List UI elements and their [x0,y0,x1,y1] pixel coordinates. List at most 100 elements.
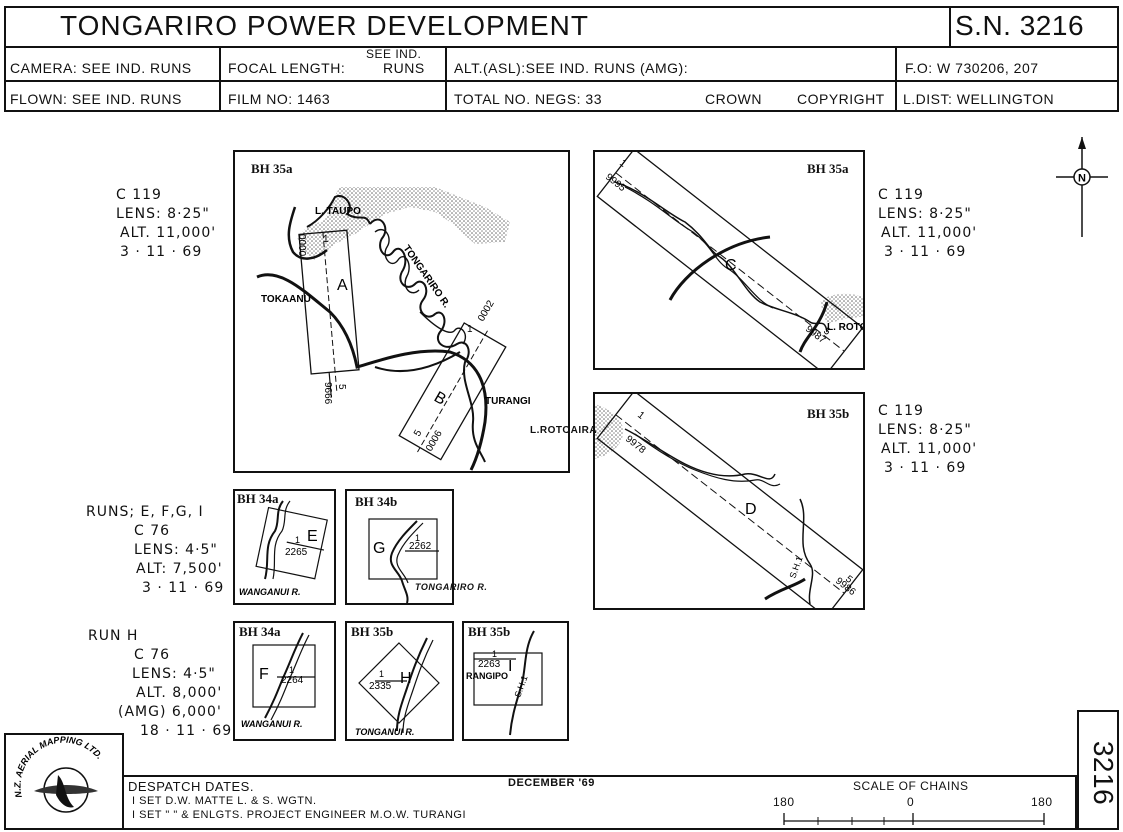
panel-title: BH 34b [355,494,398,509]
focal-length-value: RUNS [383,60,425,76]
map-panel-bh35a-run-c: C 9995 1 9987 5 L. ROTOAIRA BH 35a [593,150,865,370]
side-notes-runs-efgi: RUNS; E, F,G, I C 76 LENS: 4·5" ALT: 7,5… [86,503,226,598]
state-highway-label: S.H.1 [512,674,529,699]
altitude: ALT. 11,000' [120,225,217,241]
header-row-2 [4,80,1119,112]
run-b-strip [398,322,507,461]
run-b-label: B [431,389,449,409]
run-a-end-number: 9666 [322,382,333,405]
tonganui-river-label: TONGANUI R. [355,727,414,737]
despatch-line-1: I SET D.W. MATTE L. & S. WGTN. [132,795,317,807]
rangipo-label: RANGIPO [466,671,508,681]
serial-number: S.N. 3216 [955,10,1085,41]
run-f-photo-frame [252,644,316,708]
lake-rotoaira-shading [820,293,863,324]
altitude: ALT. 8,000' [136,685,223,701]
scale-bar [783,813,1045,825]
panel-title: BH 35a [251,161,293,176]
panel-title: BH 35b [807,406,850,421]
run-b-tick: 1 [467,324,473,335]
turangi-label: TURANGI [485,396,531,407]
lake-rotoaira-shading [595,404,624,459]
map-panel-bh35a: A 0000 1 5 9666 B 0002 5 0006 1 L. TAUPO… [233,150,570,473]
run-a-label: A [337,277,348,294]
map-panel-bh34b-run-g: G 2262 1 BH 34b [345,489,454,605]
run-b-end-number: 0006 [424,428,445,453]
tongariro-river-label: TONGARIRO R. [401,243,452,310]
flown-label: FLOWN: SEE IND. RUNS [10,91,182,107]
river-line [624,428,776,480]
run-h-photo-frame [358,642,440,724]
run-c-tick-5: 5 [821,326,833,338]
date: 3 · 11 · 69 [142,580,225,596]
run-e-label: E [307,528,318,545]
run-a-tick-5: 5 [336,384,347,390]
lake-rotoaira-label: L. ROTOAIRA [827,322,863,333]
run-c-tick: 1 [617,158,629,170]
divider [219,46,221,112]
run-h-number: 2335 [369,681,392,692]
run-c-label: C [725,257,737,274]
panel-title: BH 35b [351,624,394,639]
despatch-line-2: I SET " " & ENLGTS. PROJECT ENGINEER M.O… [132,809,467,821]
map-panel-bh35b-run-i: I 2263 1 RANGIPO S.H.1 BH 35b [462,621,569,741]
run-c-start-number: 9995 [603,172,628,195]
run-e-number: 2265 [285,547,308,558]
north-arrow-icon: N [1056,137,1108,237]
run-g-label: G [373,540,385,557]
film-number: FILM NO: 1463 [228,91,331,107]
l-dist-label: L.DIST: WELLINGTON [903,91,1055,107]
divider [445,46,447,112]
altitude: ALT: 7,500' [136,561,223,577]
altitude-amg: (AMG) 6,000' [118,704,222,720]
run-d-tick: 1 [635,410,647,422]
scale-title: SCALE OF CHAINS [853,779,969,793]
run-d-tick-5: 5 [843,574,855,586]
road-line [764,577,806,601]
scale-left-label: 180 [773,795,795,809]
run-f-label: F [259,666,269,683]
copyright-label: COPYRIGHT [797,91,885,107]
camera-code: C 119 [878,187,924,203]
side-notes-right-top: C 119 LENS: 8·25" ALT. 11,000' 3 · 11 · … [878,186,977,262]
run-g-photo-frame [368,518,438,580]
run-a-start-number: 0000 [296,234,307,257]
camera-label: CAMERA: SEE IND. RUNS [10,60,192,76]
side-notes-left-top: C 119 LENS: 8·25" ALT. 11,000' 3 · 11 · … [116,186,216,262]
lake-rotoaira-label: L.ROTOAIRA [530,425,598,436]
map-panel-bh35b-run-d: D 9978 1 9986 5 S.H.1 BH 35b [593,392,865,610]
date: 3 · 11 · 69 [120,244,203,260]
run-i-label: I [508,658,512,675]
run-e-tick: 1 [295,535,300,545]
focal-length-label: FOCAL LENGTH: [228,60,346,76]
run-i-tick: 1 [492,649,497,659]
altitude: ALT. 11,000' [881,441,978,457]
altitude: ALT. 11,000' [881,225,978,241]
side-serial-number: 3216 [1088,740,1120,806]
side-number-box [1077,710,1119,830]
run-h-tick: 1 [379,669,384,679]
run-f-number: 2264 [281,675,304,686]
despatch-date: DECEMBER '69 [508,777,595,789]
wanganui-river-label: WANGANUI R. [239,587,301,597]
run-g-number: 2262 [409,541,432,552]
page-title: TONGARIRO POWER DEVELOPMENT [60,10,589,41]
state-highway-label: S.H.1 [787,555,804,580]
date: 3 · 11 · 69 [884,244,967,260]
run-d-strip [596,394,863,608]
camera-code: C 76 [134,647,171,663]
focal-length-value-top: SEE IND. [366,47,422,61]
date: 18 · 11 · 69 [140,723,233,739]
tongariro-river-label: TONGARIRO R. [415,582,488,592]
road-line [668,235,771,301]
river-line [614,181,828,333]
crown-label: CROWN [705,91,762,107]
despatch-title: DESPATCH DATES. [128,779,254,794]
lake-taupo-label: L. TAUPO [315,206,361,217]
scale-right-label: 180 [1031,795,1053,809]
map-panel-bh35b-run-h: H 2335 1 TONGANUI R. BH 35b [345,621,454,741]
scale-zero-label: 0 [907,795,915,809]
panel-title: BH 34a [237,491,279,506]
run-f-tick: 1 [289,665,294,675]
lens: LENS: 8·25" [878,206,972,222]
